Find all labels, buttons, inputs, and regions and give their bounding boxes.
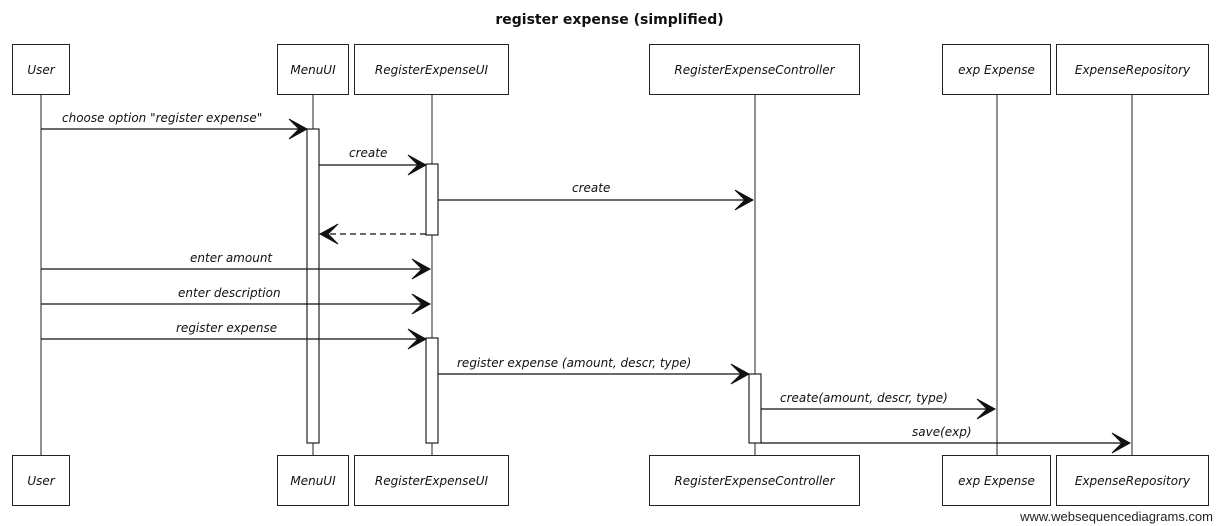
participant-user-bottom: User [12, 455, 70, 506]
participant-menuui-bottom: MenuUI [277, 455, 349, 506]
message-label-9: save(exp) [912, 425, 972, 439]
message-label-8: create(amount, descr, type) [780, 391, 948, 405]
message-label-2: create [572, 181, 611, 195]
activation-bar-regui-2 [425, 337, 439, 444]
arrowhead-7 [730, 363, 751, 385]
message-label-6: register expense [176, 321, 278, 335]
arrowhead-9 [1111, 432, 1132, 454]
arrowhead-5 [411, 293, 432, 315]
participant-menuui-top: MenuUI [277, 44, 349, 95]
message-label-4: enter amount [190, 251, 273, 265]
footer-watermark: www.websequencediagrams.com [1020, 509, 1213, 524]
participant-regctrl-bottom: RegisterExpenseController [649, 455, 860, 506]
participant-exp-bottom: exp Expense [942, 455, 1051, 506]
arrowhead-6 [407, 328, 428, 350]
activation-bar-regui-1 [425, 163, 439, 236]
arrowhead-0 [288, 118, 309, 140]
participant-regui-bottom: RegisterExpenseUI [354, 455, 509, 506]
message-label-7: register expense (amount, descr, type) [457, 356, 692, 370]
arrowhead-2 [734, 189, 755, 211]
activation-bar-regctrl-3 [748, 373, 762, 444]
participant-exp-top: exp Expense [942, 44, 1051, 95]
message-label-5: enter description [178, 286, 281, 300]
diagram-title: register expense (simplified) [495, 12, 724, 28]
participant-repo-top: ExpenseRepository [1056, 44, 1209, 95]
participant-regctrl-top: RegisterExpenseController [649, 44, 860, 95]
participant-repo-bottom: ExpenseRepository [1056, 455, 1209, 506]
activation-bar-menuui-0 [306, 128, 320, 444]
message-label-1: create [349, 146, 388, 160]
message-label-0: choose option "register expense" [62, 111, 263, 125]
arrowhead-3 [318, 223, 339, 245]
arrowhead-1 [407, 154, 428, 176]
arrowhead-8 [976, 398, 997, 420]
participant-regui-top: RegisterExpenseUI [354, 44, 509, 95]
arrowhead-4 [411, 258, 432, 280]
participant-user-top: User [12, 44, 70, 95]
